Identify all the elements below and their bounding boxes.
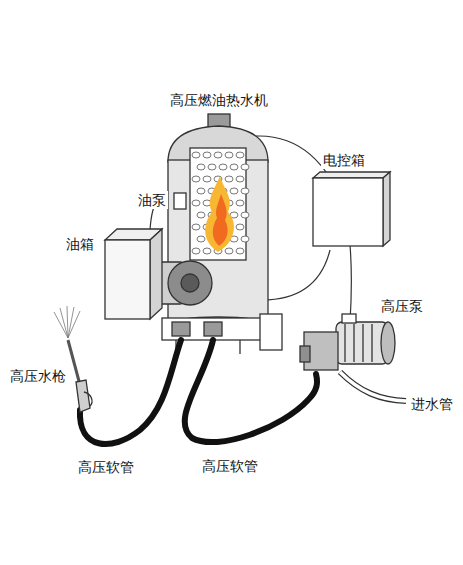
coil-loop	[214, 152, 222, 158]
coil-loop	[203, 176, 211, 182]
coil-loop	[203, 152, 211, 158]
part-label: 高压泵	[379, 297, 425, 315]
coil-loop	[241, 212, 249, 218]
coil-loop	[197, 188, 205, 194]
coil-loop	[192, 200, 200, 206]
heater	[168, 114, 268, 333]
coil-loop	[225, 152, 233, 158]
oil-pump	[174, 193, 186, 209]
coil-loop	[192, 152, 200, 158]
part-label: 高压软管	[76, 458, 136, 476]
oil-tank	[105, 229, 162, 319]
coil-loop	[236, 248, 244, 254]
coil-loop	[197, 164, 205, 170]
part-label: 高压水枪	[8, 367, 68, 385]
part-label: 油箱	[64, 235, 96, 253]
coil-loop	[208, 164, 216, 170]
coil-loop	[192, 248, 200, 254]
coil-loop	[241, 164, 249, 170]
part-label: 高压燃油热水机	[168, 91, 270, 109]
control-box	[313, 172, 390, 246]
coil-loop	[225, 176, 233, 182]
part-label: 油泵	[136, 191, 168, 209]
coil-loop	[236, 152, 244, 158]
inlet-pipe	[340, 372, 406, 401]
coil-loop	[236, 200, 244, 206]
coil-loop	[230, 188, 238, 194]
coil-loop	[230, 164, 238, 170]
coil-loop	[192, 176, 200, 182]
coil-loop	[203, 200, 211, 206]
coil-loop	[203, 248, 211, 254]
coil-loop	[197, 212, 205, 218]
coil-loop	[225, 248, 233, 254]
coil-loop	[236, 224, 244, 230]
coil-loop	[236, 176, 244, 182]
coil-loop	[241, 236, 249, 242]
part-label: 高压软管	[200, 457, 260, 475]
coil-loop	[219, 164, 227, 170]
coil-loop	[197, 236, 205, 242]
coil-loop	[192, 224, 200, 230]
part-label: 电控箱	[321, 151, 367, 169]
part-label: 进水管	[409, 395, 455, 413]
spray-gun	[54, 306, 92, 412]
hoses	[80, 340, 317, 444]
coil-loop	[241, 188, 249, 194]
high-pressure-pump	[300, 314, 395, 370]
